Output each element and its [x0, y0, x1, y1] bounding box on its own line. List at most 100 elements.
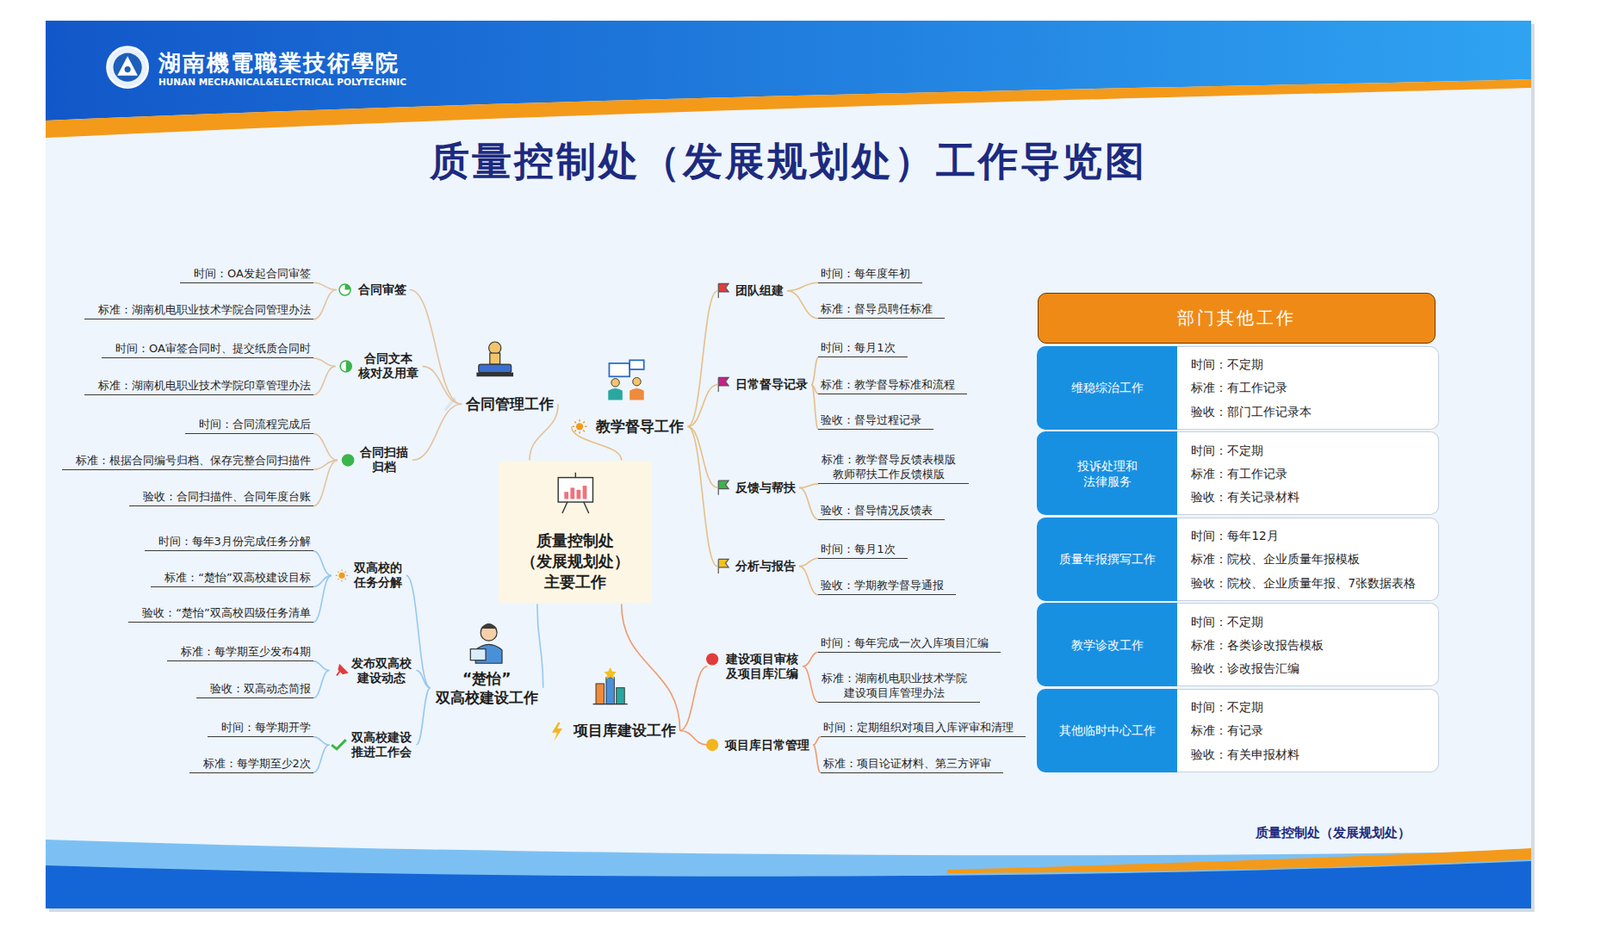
- node-text: 验收：院校、企业质量年报、7张数据表格: [1190, 575, 1432, 591]
- page-title: 质量控制处（发展规划处）工作导览图: [45, 135, 1532, 189]
- branch-line: [621, 603, 681, 731]
- branch-line: [422, 365, 463, 404]
- panel-detail: 时间：不定期标准：有工作记录验收：有关记录材料: [1177, 431, 1439, 515]
- branch-line: [537, 603, 544, 688]
- branch-line: [313, 575, 332, 623]
- sub-branch: 合同审签: [357, 281, 408, 298]
- leaf-item: 验收：“楚怡”双高校四级任务清单: [128, 605, 313, 623]
- school-name: 湖南機電職業技術學院: [158, 48, 400, 79]
- node-text: 验收：有关申报材料: [1190, 746, 1432, 763]
- panel-label: 维稳综治工作: [1036, 346, 1179, 430]
- node-text: 建设项目审核 及项目库汇编: [725, 651, 800, 682]
- leaf-item: 验收：合同扫描件、合同年度台账: [129, 489, 314, 507]
- branch-line: [802, 666, 819, 703]
- node-text: 投诉处理和 法律服务: [1076, 458, 1139, 490]
- node-text: 维稳综治工作: [1071, 379, 1144, 396]
- leaf-item: 标准：项目论证材料、第三方评审: [820, 756, 1004, 774]
- sub-branch: 分析与报告: [734, 558, 797, 575]
- node-text: 合同扫描 归档: [359, 445, 410, 475]
- branch-line: [787, 291, 819, 319]
- branch-line: [409, 290, 462, 405]
- main-branch: 合同管理工作: [464, 392, 556, 416]
- panel-label: 投诉处理和 法律服务: [1036, 431, 1179, 515]
- node-text: 标准：根据合同编号归档、保存完整合同扫描件: [75, 452, 311, 468]
- sub-branch: 双高校的 任务分解: [352, 559, 404, 591]
- main-branch: 教学督导工作: [594, 415, 686, 438]
- branch-line: [811, 384, 819, 430]
- node-text: 其他临时中心工作: [1059, 722, 1156, 738]
- node-text: 验收：诊改报告汇编: [1190, 660, 1432, 676]
- branch-line: [688, 384, 719, 428]
- node-text: 时间：每月1次: [820, 541, 895, 557]
- sub-branch: 双高校建设 推进工作会: [349, 729, 414, 761]
- branch-line: [812, 744, 820, 773]
- branch-line: [688, 426, 719, 566]
- node-text: 验收：学期教学督导通报: [820, 577, 944, 593]
- branch-line: [313, 282, 337, 290]
- branch-line: [415, 670, 430, 689]
- sub-branch: 发布双高校 建设动态: [349, 655, 414, 687]
- branch-line: [313, 661, 330, 671]
- school-name-english: HUNAN MECHANICAL&ELECTRICAL POLYTECHNIC: [158, 76, 407, 87]
- node-text: 验收：双高动态简报: [210, 681, 311, 696]
- node-text: 时间：每年度年初: [820, 266, 911, 281]
- branch-line: [811, 357, 819, 385]
- node-text: 部门其他工作: [1177, 306, 1297, 330]
- branch-line: [688, 291, 719, 428]
- leaf-item: 验收：督导过程记录: [818, 412, 934, 430]
- node-text: 时间：每年12月: [1190, 527, 1432, 544]
- node-text: 时间：不定期: [1190, 442, 1432, 459]
- node-text: 标准：项目论证材料、第三方评审: [823, 756, 992, 771]
- leaf-item: 时间：每学期开学: [207, 719, 314, 738]
- node-text: 时间：OA审签合同时、提交纸质合同时: [115, 341, 311, 356]
- node-text: 验收：“楚怡”双高校四级任务清单: [142, 605, 311, 621]
- node-text: 教学督导工作: [595, 416, 684, 436]
- node-text: 标准：各类诊改报告模板: [1190, 637, 1432, 653]
- node-text: 质量控制处 （发展规划处） 主要工作: [520, 530, 631, 593]
- leaf-item: 标准：湖南机电职业技术学院合同管理办法: [84, 302, 314, 320]
- node-text: 验收：有关记录材料: [1190, 489, 1432, 505]
- node-text: 双高校的 任务分解: [353, 560, 404, 590]
- branch-line: [787, 282, 819, 291]
- branch-line: [412, 403, 462, 460]
- leaf-item: 时间：合同流程完成后: [185, 416, 314, 435]
- node-text: 双高校建设 推进工作会: [350, 730, 413, 760]
- branch-line: [680, 730, 708, 745]
- node-text: 教学诊改工作: [1071, 637, 1144, 653]
- node-text: 标准：每学期至少发布4期: [180, 644, 311, 659]
- node-text: 验收：督导过程记录: [820, 412, 922, 428]
- branch-line: [415, 688, 430, 745]
- node-text: 发布双高校 建设动态: [350, 656, 413, 686]
- leaf-item: 标准：“楚怡”双高校建设目标: [150, 570, 313, 588]
- branch-line: [313, 459, 338, 506]
- node-text: 标准：湖南机电职业技术学院 建设项目库管理办法: [820, 670, 968, 701]
- leaf-item: 时间：每月1次: [818, 340, 907, 358]
- leaf-item: 标准：教学督导反馈表模版 教师帮扶工作反馈模版: [818, 452, 969, 484]
- leaf-item: 标准：湖南机电职业技术学院印章管理办法: [84, 378, 314, 396]
- leaf-item: 时间：每年3月份完成任务分解: [144, 533, 314, 552]
- node-text: 时间：不定期: [1190, 356, 1432, 373]
- sub-branch: 反馈与帮扶: [734, 479, 797, 497]
- sub-branch: 合同扫描 归档: [358, 444, 410, 476]
- branch-line: [313, 551, 332, 576]
- branch-line: [313, 358, 336, 366]
- node-text: 时间：每年3月份完成任务分解: [158, 533, 311, 549]
- leaf-item: 时间：定期组织对项目入库评审和清理: [820, 719, 1026, 738]
- panel-detail: 时间：不定期标准：有工作记录验收：部门工作记录本: [1177, 346, 1439, 430]
- sub-branch: 建设项目审核 及项目库汇编: [724, 651, 800, 683]
- branch-line: [313, 737, 330, 745]
- branch-line: [812, 737, 820, 745]
- branch-line: [799, 558, 819, 566]
- node-text: 质量年报撰写工作: [1059, 551, 1156, 567]
- panel-detail: 时间：不定期标准：有记录验收：有关申报材料: [1177, 688, 1439, 773]
- panel-label: 教学诊改工作: [1036, 602, 1179, 687]
- panel-detail: 时间：不定期标准：各类诊改报告模板验收：诊改报告汇编: [1177, 602, 1439, 687]
- node-text: 验收：督导情况反馈表: [820, 502, 933, 518]
- node-text: 项目库建设工作: [573, 720, 676, 740]
- leaf-item: 验收：双高动态简报: [196, 681, 314, 699]
- sub-branch: 合同文本 核对及用章: [356, 350, 421, 382]
- panel-header: 部门其他工作: [1037, 292, 1436, 344]
- node-text: 时间：合同流程完成后: [198, 416, 311, 432]
- node-text: 时间：OA发起合同审签: [193, 266, 311, 281]
- node-text: 分析与报告: [735, 558, 796, 574]
